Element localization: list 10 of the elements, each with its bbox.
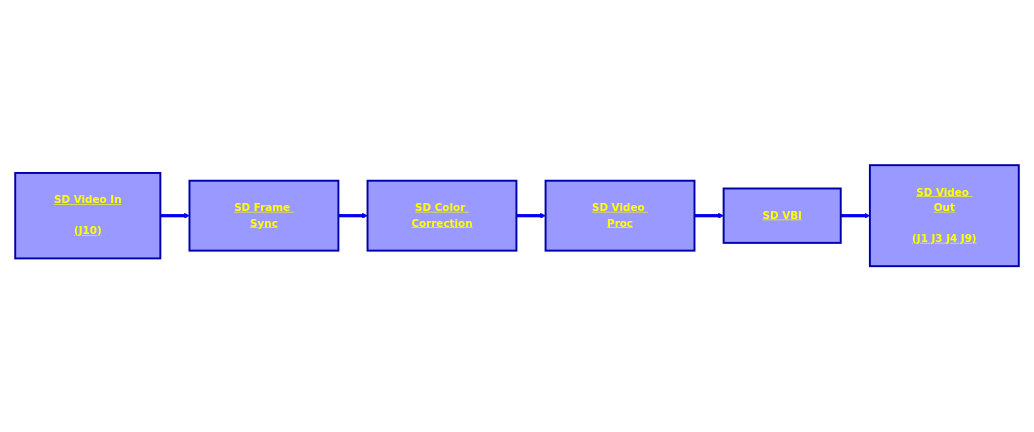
node-box: SD Video Out (J1 J3 J4 J9) <box>868 164 1020 268</box>
node-box: SD Video Proc <box>544 180 696 252</box>
node-box: SD Color Correction <box>366 180 518 252</box>
arrow <box>160 213 190 219</box>
arrow <box>516 213 546 219</box>
arrow <box>338 213 368 219</box>
node-box: SD VBI <box>722 187 842 245</box>
node-box: SD Video In (J10) <box>14 172 162 260</box>
arrow <box>694 213 724 219</box>
node-box: SD Frame Sync <box>188 180 340 252</box>
